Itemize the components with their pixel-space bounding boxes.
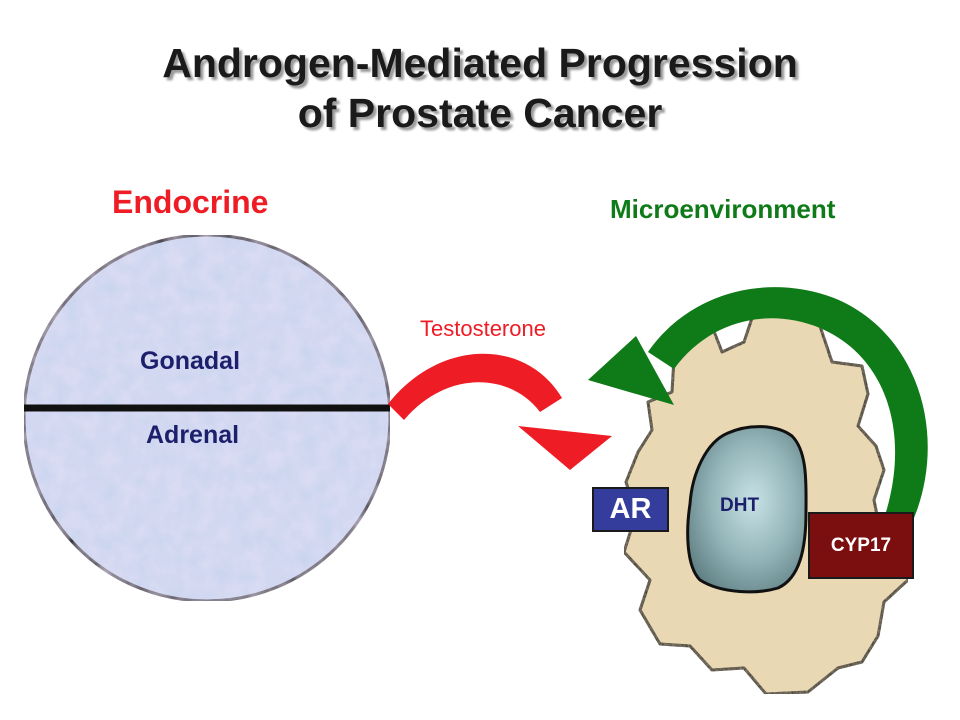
green-arrowhead: [588, 336, 674, 405]
title-line-2: of Prostate Cancer: [297, 90, 663, 136]
green-loop-arrow: [648, 287, 928, 518]
title-line-1: Androgen-Mediated Progression: [162, 40, 798, 86]
microenvironment-heading: Microenvironment: [610, 194, 836, 224]
red-arrowhead: [518, 426, 612, 470]
ar-label: AR: [609, 493, 652, 525]
ar-box: AR: [592, 487, 669, 532]
testosterone-label: Testosterone: [420, 316, 546, 341]
cyp17-box: CYP17: [808, 512, 914, 579]
cyp17-label: CYP17: [830, 534, 892, 556]
dht-nucleus: [686, 425, 808, 594]
gonadal-label: Gonadal: [140, 347, 241, 375]
page-title: Androgen-Mediated Progression of Prostat…: [0, 38, 960, 138]
endocrine-heading: Endocrine: [112, 184, 269, 220]
dht-label: DHT: [720, 495, 760, 516]
adrenal-label: Adrenal: [146, 421, 240, 449]
endocrine-circle: [22, 233, 392, 603]
testosterone-arrow: [388, 353, 562, 420]
